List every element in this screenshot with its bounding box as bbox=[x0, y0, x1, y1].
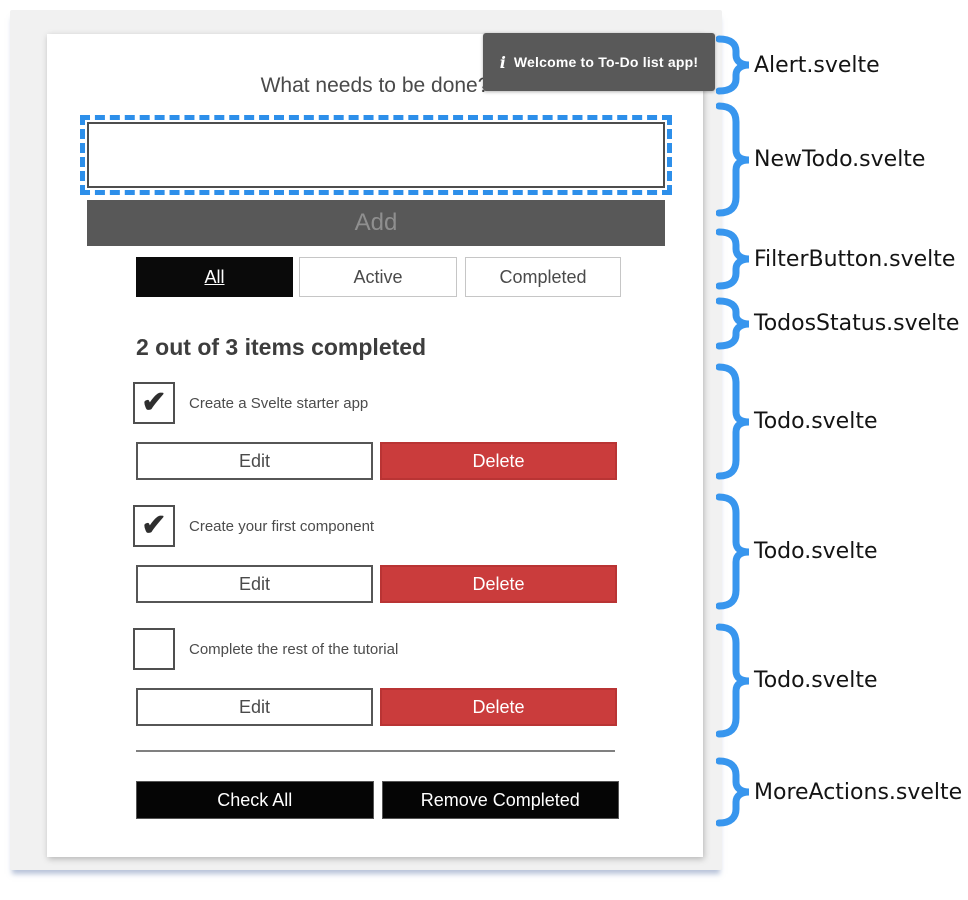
filter-button-all[interactable]: All bbox=[136, 257, 293, 297]
todo-item: ✔ Create a Svelte starter app Edit Delet… bbox=[133, 382, 617, 480]
annotation-newtodo: NewTodo.svelte bbox=[716, 102, 925, 217]
annotation-alert: Alert.svelte bbox=[716, 35, 880, 95]
annotation-todosstatus: TodosStatus.svelte bbox=[716, 297, 959, 350]
brace-icon bbox=[716, 363, 750, 480]
remove-completed-button[interactable]: Remove Completed bbox=[381, 781, 619, 819]
alert-toast: i Welcome to To-Do list app! bbox=[483, 33, 715, 91]
todo-label: Complete the rest of the tutorial bbox=[189, 640, 399, 658]
brace-icon bbox=[716, 102, 750, 217]
annotation-moreactions: MoreActions.svelte bbox=[716, 757, 962, 827]
todo-checkbox-checked[interactable]: ✔ bbox=[133, 505, 175, 547]
todos-status: 2 out of 3 items completed bbox=[136, 334, 427, 360]
divider bbox=[136, 750, 615, 752]
brace-icon bbox=[716, 297, 750, 350]
todo-checkbox-checked[interactable]: ✔ bbox=[133, 382, 175, 424]
brace-icon bbox=[716, 35, 750, 95]
brace-icon bbox=[716, 623, 750, 738]
annotation-label: MoreActions.svelte bbox=[754, 779, 963, 805]
todo-label: Create a Svelte starter app bbox=[189, 394, 369, 412]
delete-button[interactable]: Delete bbox=[380, 442, 617, 480]
annotation-filterbutton: FilterButton.svelte bbox=[716, 228, 955, 290]
edit-button[interactable]: Edit bbox=[136, 442, 373, 480]
checkmark-icon: ✔ bbox=[141, 509, 167, 542]
page-title: What needs to be done? bbox=[260, 74, 490, 97]
todo-label: Create your first component bbox=[189, 517, 375, 535]
brace-icon bbox=[716, 228, 750, 290]
brace-icon bbox=[716, 757, 750, 827]
edit-button[interactable]: Edit bbox=[136, 565, 373, 603]
todo-app-card: What needs to be done? Add All Active Co… bbox=[47, 34, 703, 857]
add-button[interactable]: Add bbox=[87, 200, 665, 246]
more-actions-bar: Check All Remove Completed bbox=[136, 781, 619, 819]
annotation-label: Todo.svelte bbox=[754, 668, 878, 693]
annotation-label: Todo.svelte bbox=[754, 539, 878, 564]
checkmark-icon: ✔ bbox=[141, 386, 167, 419]
annotation-todo-3: Todo.svelte bbox=[716, 623, 877, 738]
edit-button[interactable]: Edit bbox=[136, 688, 373, 726]
annotation-todo-1: Todo.svelte bbox=[716, 363, 877, 480]
check-all-button[interactable]: Check All bbox=[136, 781, 374, 819]
todo-item: Complete the rest of the tutorial Edit D… bbox=[133, 628, 617, 726]
filter-button-active[interactable]: Active bbox=[299, 257, 457, 297]
new-todo-input[interactable] bbox=[80, 115, 672, 195]
delete-button[interactable]: Delete bbox=[380, 688, 617, 726]
annotation-label: FilterButton.svelte bbox=[754, 246, 956, 272]
annotation-label: Todo.svelte bbox=[754, 409, 878, 434]
brace-icon bbox=[716, 493, 750, 610]
alert-text: Welcome to To-Do list app! bbox=[513, 54, 699, 70]
todo-checkbox-unchecked[interactable] bbox=[133, 628, 175, 670]
info-icon: i bbox=[499, 52, 506, 72]
app-frame: What needs to be done? Add All Active Co… bbox=[10, 10, 722, 870]
annotation-todo-2: Todo.svelte bbox=[716, 493, 877, 610]
annotation-label: Alert.svelte bbox=[754, 52, 880, 78]
annotation-label: TodosStatus.svelte bbox=[754, 311, 960, 336]
todo-item: ✔ Create your first component Edit Delet… bbox=[133, 505, 617, 603]
delete-button[interactable]: Delete bbox=[380, 565, 617, 603]
annotation-label: NewTodo.svelte bbox=[754, 147, 926, 172]
filter-button-completed[interactable]: Completed bbox=[465, 257, 621, 297]
